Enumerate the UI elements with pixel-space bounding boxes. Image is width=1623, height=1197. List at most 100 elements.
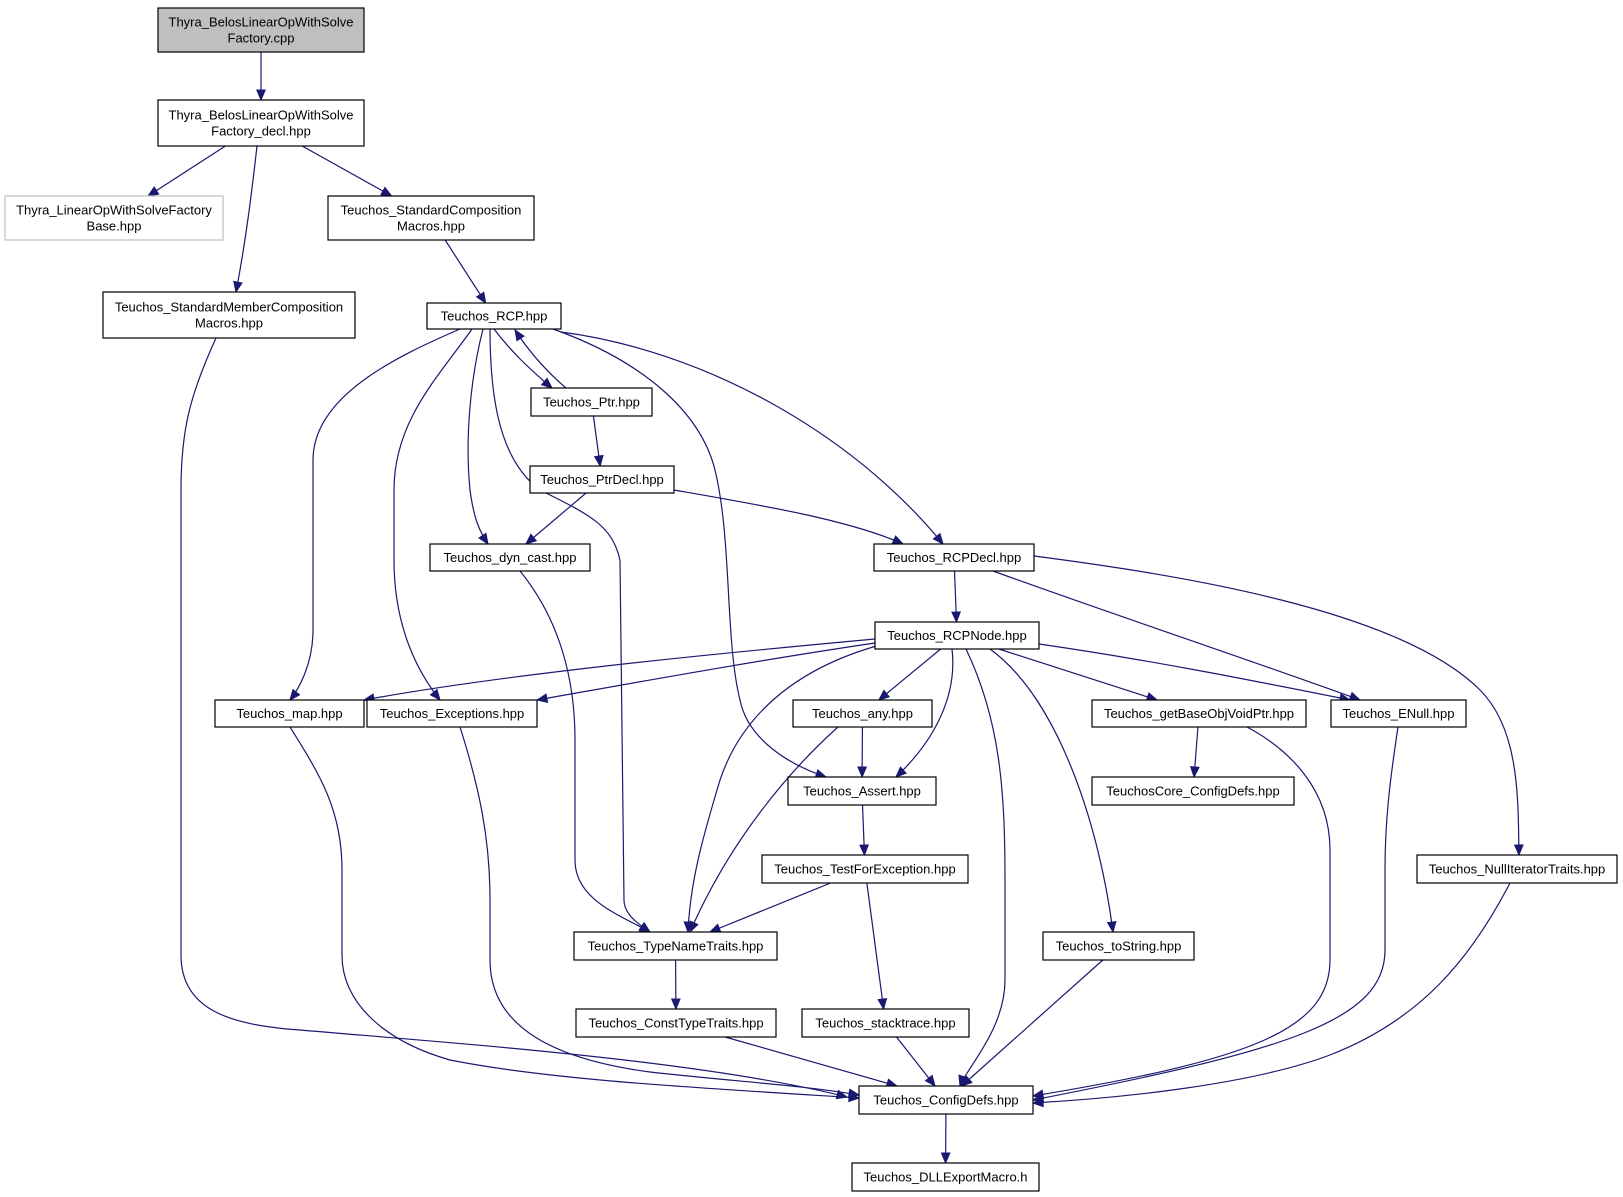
edge-arrowhead-icon — [289, 688, 301, 702]
node-box — [4, 195, 224, 241]
edge-arrowhead-icon — [670, 998, 681, 1011]
node-ptr[interactable]: Teuchos_Ptr.hpp — [530, 387, 653, 417]
node-stacktrace[interactable]: Teuchos_stacktrace.hpp — [801, 1008, 970, 1038]
edge-decl-to-lowsfb — [146, 145, 226, 197]
node-coreconfig[interactable]: TeuchosCore_ConfigDefs.hpp — [1091, 776, 1295, 806]
edge-arrowhead-icon — [514, 328, 525, 342]
edge-arrowhead-icon — [932, 532, 944, 546]
edge-testfor-to-typename — [708, 882, 831, 933]
edge-line — [1032, 726, 1331, 1097]
edge-ptrdecl-to-rcpdecl — [673, 489, 905, 545]
node-tostring[interactable]: Teuchos_toString.hpp — [1042, 931, 1195, 961]
node-label: Teuchos_ConfigDefs.hpp — [873, 1093, 1018, 1108]
node-label: TeuchosCore_ConfigDefs.hpp — [1106, 784, 1279, 799]
node-dllexport[interactable]: Teuchos_DLLExportMacro.h — [851, 1162, 1040, 1192]
node-box — [157, 99, 365, 147]
edge-root-to-decl — [256, 52, 266, 102]
edge-line — [992, 570, 1361, 701]
edge-arrowhead-icon — [593, 454, 604, 468]
edge-arrowhead-icon — [1513, 844, 1524, 857]
node-rcpnode[interactable]: Teuchos_RCPNode.hpp — [874, 621, 1040, 650]
node-map[interactable]: Teuchos_map.hpp — [214, 699, 365, 728]
node-enull[interactable]: Teuchos_ENull.hpp — [1330, 699, 1467, 728]
edge-line — [525, 492, 587, 545]
node-label: Teuchos_stacktrace.hpp — [815, 1016, 955, 1031]
edge-ptr-to-rcp — [514, 328, 567, 389]
edge-any-to-assert — [857, 726, 868, 779]
node-any[interactable]: Teuchos_any.hpp — [792, 699, 933, 728]
edge-getbase-to-coreconfig — [1189, 726, 1200, 779]
edge-arrowhead-icon — [1189, 766, 1200, 779]
node-label: Teuchos_TypeNameTraits.hpp — [588, 939, 764, 954]
nodes-layer: Thyra_BelosLinearOpWithSolveFactory.cppT… — [4, 7, 1618, 1192]
node-dyncast[interactable]: Teuchos_dyn_cast.hpp — [429, 543, 591, 572]
node-box — [874, 621, 1040, 650]
node-label: Teuchos_NullIteratorTraits.hpp — [1429, 862, 1606, 877]
node-label: Thyra_BelosLinearOpWithSolve — [169, 15, 354, 30]
edge-arrowhead-icon — [429, 688, 441, 702]
edge-line — [519, 570, 651, 933]
node-consttype[interactable]: Teuchos_ConstTypeTraits.hpp — [575, 1008, 777, 1038]
node-box — [573, 931, 778, 961]
edge-line — [514, 329, 567, 389]
node-label: Macros.hpp — [397, 219, 465, 234]
edge-line — [459, 726, 860, 1096]
edge-line — [689, 726, 839, 933]
node-label: Factory.cpp — [228, 31, 295, 46]
edge-line — [673, 489, 904, 545]
node-rcp[interactable]: Teuchos_RCP.hpp — [426, 302, 562, 330]
edge-arrowhead-icon — [524, 533, 538, 545]
node-ptrdecl[interactable]: Teuchos_PtrDecl.hpp — [529, 465, 675, 494]
node-box — [102, 291, 356, 339]
edge-arrowhead-icon — [924, 1074, 936, 1088]
edge-arrowhead-icon — [475, 291, 487, 305]
node-label: Factory_decl.hpp — [211, 124, 311, 139]
node-box — [858, 1085, 1034, 1115]
edge-nulliter-to-configdefs — [1031, 882, 1511, 1108]
node-box — [214, 699, 365, 728]
node-nulliter[interactable]: Teuchos_NullIteratorTraits.hpp — [1416, 854, 1618, 884]
node-testfor[interactable]: Teuchos_TestForException.hpp — [761, 854, 969, 884]
node-stdmember[interactable]: Teuchos_StandardMemberCompositionMacros.… — [102, 291, 356, 339]
node-exceptions[interactable]: Teuchos_Exceptions.hpp — [366, 699, 538, 728]
node-label: Teuchos_TestForException.hpp — [774, 862, 955, 877]
edge-line — [467, 328, 489, 545]
node-rcpdecl[interactable]: Teuchos_RCPDecl.hpp — [873, 543, 1035, 572]
node-box — [426, 302, 562, 330]
edge-line — [444, 239, 487, 304]
node-box — [1042, 931, 1195, 961]
node-box — [792, 699, 933, 728]
edge-rcp-to-map — [289, 328, 461, 702]
node-configdefs[interactable]: Teuchos_ConfigDefs.hpp — [858, 1085, 1034, 1115]
node-getbase[interactable]: Teuchos_getBaseObjVoidPtr.hpp — [1091, 699, 1307, 728]
node-box — [157, 7, 365, 53]
edge-line — [1032, 726, 1399, 1101]
node-typename[interactable]: Teuchos_TypeNameTraits.hpp — [573, 931, 778, 961]
edge-line — [289, 328, 461, 701]
node-label: Macros.hpp — [195, 316, 263, 331]
edge-arrowhead-icon — [857, 766, 868, 779]
node-box — [1091, 776, 1295, 806]
edge-testfor-to-stacktrace — [866, 882, 888, 1011]
node-box — [429, 543, 591, 572]
node-label: Teuchos_any.hpp — [812, 706, 913, 721]
node-box — [851, 1162, 1040, 1192]
node-label: Teuchos_StandardMemberComposition — [115, 300, 343, 315]
edge-rcpnode-to-assert — [895, 648, 954, 778]
node-assert[interactable]: Teuchos_Assert.hpp — [787, 776, 937, 806]
edge-rcp-to-ptr — [493, 328, 553, 389]
edge-arrowhead-icon — [859, 844, 870, 857]
node-label: Teuchos_Assert.hpp — [803, 784, 921, 799]
node-label: Teuchos_ENull.hpp — [1342, 706, 1454, 721]
edge-arrowhead-icon — [891, 535, 905, 545]
edge-line — [687, 644, 881, 933]
edge-typename-to-consttype — [670, 959, 681, 1011]
node-label: Teuchos_PtrDecl.hpp — [540, 472, 664, 487]
edge-ptr-to-ptrdecl — [592, 415, 604, 468]
node-box — [575, 1008, 777, 1038]
edge-line — [895, 648, 954, 778]
node-label: Base.hpp — [87, 219, 142, 234]
node-decl[interactable]: Thyra_BelosLinearOpWithSolveFactory_decl… — [157, 99, 365, 147]
